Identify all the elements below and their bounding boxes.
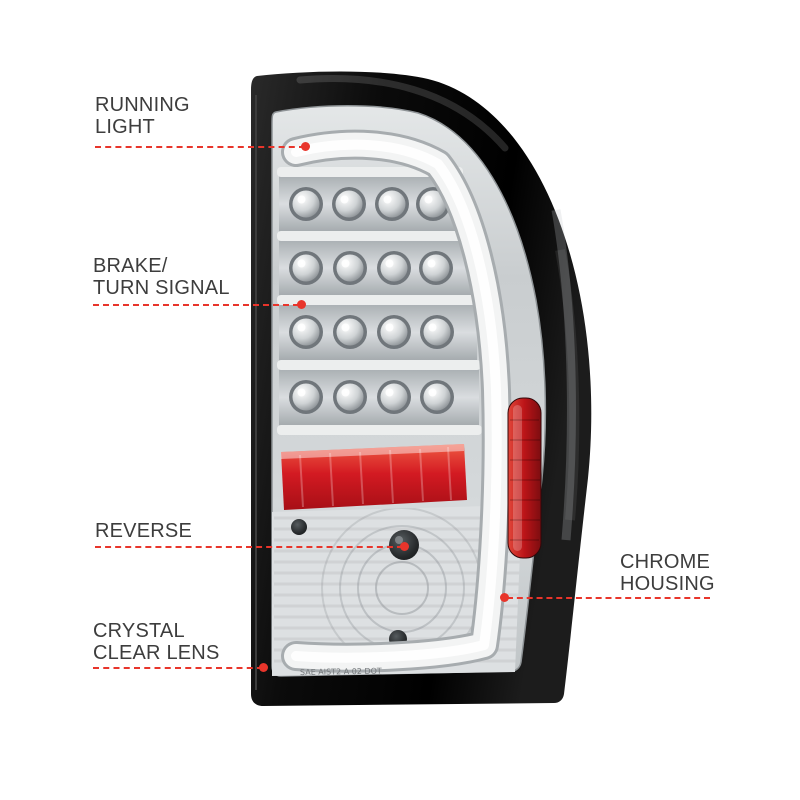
label-line: RUNNING: [95, 94, 190, 116]
label-line: LIGHT: [95, 116, 155, 138]
light-bar-tube: [281, 129, 512, 673]
label-line: CHROME: [620, 551, 711, 573]
callout-line-chrome-housing: [507, 597, 710, 599]
label-line: BRAKE/: [93, 255, 168, 277]
label-line: HOUSING: [620, 573, 715, 595]
callout-dot-crystal-clear-lens: [259, 663, 268, 672]
label-line: REVERSE: [95, 520, 192, 542]
callout-dot-running-light: [301, 142, 310, 151]
callout-dot-chrome-housing: [500, 593, 509, 602]
callout-line-reverse: [95, 546, 403, 548]
label-line: CRYSTAL: [93, 620, 185, 642]
brake-reflector-strip: [281, 444, 467, 510]
led-array: [277, 167, 482, 435]
callout-line-running-light: [95, 146, 305, 148]
callout-dot-reverse: [400, 542, 409, 551]
label-crystal-clear-lens: CRYSTAL CLEAR LENS: [93, 620, 220, 664]
lens-marking: SAE AIST2 A 02 DOT: [300, 667, 382, 677]
label-reverse: REVERSE: [95, 520, 192, 542]
callout-line-crystal-clear-lens: [93, 667, 263, 669]
side-marker-reflector: [507, 397, 542, 559]
label-running-light: RUNNING LIGHT: [95, 94, 190, 138]
label-chrome-housing: CHROME HOUSING: [620, 551, 715, 595]
label-line: CLEAR LENS: [93, 642, 220, 664]
label-line: TURN SIGNAL: [93, 277, 230, 299]
callout-dot-brake-turn-signal: [297, 300, 306, 309]
callout-line-brake-turn-signal: [93, 304, 299, 306]
label-brake-turn-signal: BRAKE/ TURN SIGNAL: [93, 255, 230, 299]
